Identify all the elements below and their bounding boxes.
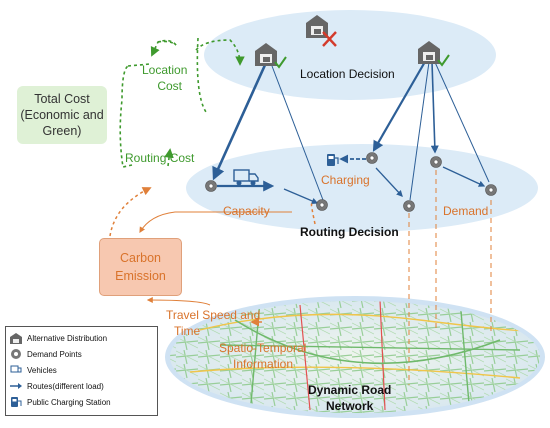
vehicle-icon xyxy=(233,169,259,186)
road-network-line2: Network xyxy=(326,399,374,413)
legend: Alternative Distribution Demand Points V… xyxy=(5,326,158,416)
carbon-emission-line2: Emission xyxy=(115,269,166,283)
warehouse-icon xyxy=(10,332,22,344)
demand-point-icon xyxy=(11,349,21,359)
vehicle-icon xyxy=(10,365,22,373)
total-cost-line1: Total Cost xyxy=(34,92,90,106)
demand-point-icon xyxy=(485,184,497,196)
capacity-label: Capacity xyxy=(223,204,270,218)
demand-point-icon xyxy=(316,199,328,211)
legend-label: Vehicles xyxy=(27,365,57,375)
travel-speed-line2: Time xyxy=(174,324,201,338)
location-cost-line1: Location xyxy=(142,63,188,77)
legend-item: Alternative Distribution xyxy=(10,332,107,344)
charging-station-icon xyxy=(327,154,339,166)
legend-item: Demand Points xyxy=(10,348,82,360)
carbon-emission-box: Carbon Emission xyxy=(99,238,182,296)
road-network-line1: Dynamic Road xyxy=(308,383,392,397)
total-cost-box: Total Cost (Economic and Green) xyxy=(17,86,107,144)
total-cost-line3: Green) xyxy=(42,124,82,138)
legend-item: Routes(different load) xyxy=(10,380,104,392)
spatio-temporal-label: Spatio-Temporal Information xyxy=(219,340,306,372)
charging-station-icon xyxy=(11,397,22,407)
warehouse-icon xyxy=(418,41,450,67)
legend-item: Public Charging Station xyxy=(10,396,111,408)
total-cost-line2: (Economic and xyxy=(20,108,104,122)
spatio-temporal-line1: Spatio-Temporal xyxy=(219,341,307,355)
legend-label: Alternative Distribution xyxy=(27,333,108,343)
warehouse-closed-icon xyxy=(306,15,337,47)
routing-decision-label: Routing Decision xyxy=(300,225,399,239)
demand-point-icon xyxy=(205,180,217,192)
spatio-temporal-line2: Information xyxy=(233,357,294,371)
carbon-emission-line1: Carbon xyxy=(120,251,161,265)
routing-decision-ellipse xyxy=(186,144,538,232)
location-decision-ellipse xyxy=(204,10,496,100)
route-arrow-icon xyxy=(10,383,22,389)
demand-point-icon xyxy=(430,156,442,168)
legend-label: Demand Points xyxy=(27,349,82,359)
legend-label: Routes(different load) xyxy=(27,381,104,391)
travel-speed-label: Travel Speed and Time xyxy=(166,307,260,339)
charging-label: Charging xyxy=(321,173,370,187)
demand-label: Demand xyxy=(443,204,489,218)
demand-point-icon xyxy=(366,152,378,164)
travel-speed-line1: Travel Speed and xyxy=(166,308,261,322)
routes xyxy=(212,59,490,204)
legend-label: Public Charging Station xyxy=(27,397,111,407)
legend-item: Vehicles xyxy=(10,364,57,376)
road-network-label: Dynamic Road Network xyxy=(308,382,391,414)
demand-point-icon xyxy=(403,200,415,212)
location-cost-line2: Cost xyxy=(157,79,183,93)
routing-cost-label: Routing Cost xyxy=(125,151,195,165)
location-decision-label: Location Decision xyxy=(300,67,395,81)
warehouse-icon xyxy=(255,43,287,69)
location-cost-label: Location Cost xyxy=(142,62,187,94)
